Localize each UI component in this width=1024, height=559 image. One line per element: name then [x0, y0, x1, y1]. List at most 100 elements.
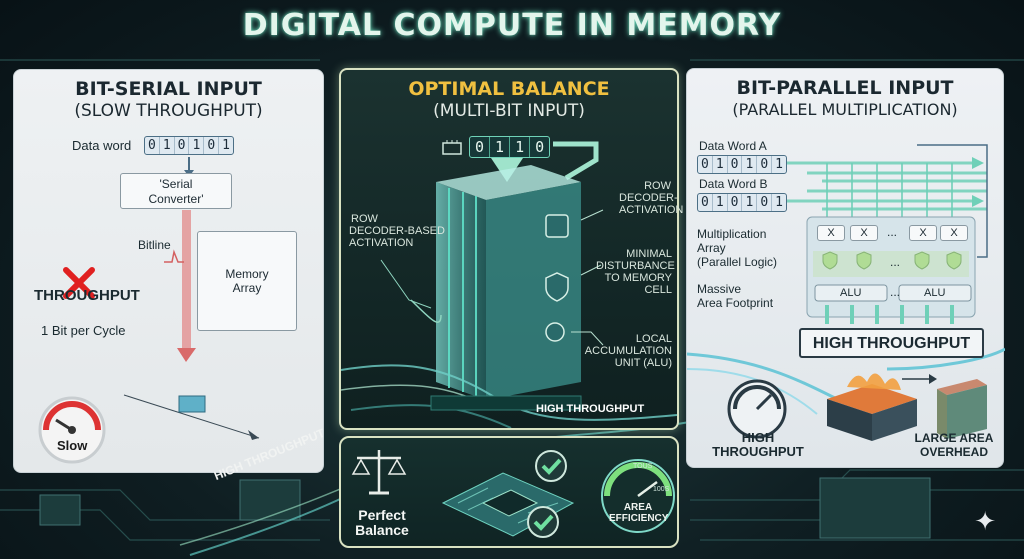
- bit: 0: [728, 194, 743, 211]
- left-arrows: [123, 157, 260, 440]
- data-word-label: Data word: [72, 138, 132, 153]
- alu-label: ALU: [924, 287, 946, 299]
- label-line: DECODER-: [619, 192, 678, 204]
- label-line: (Parallel Logic): [697, 255, 778, 269]
- bit: 1: [742, 156, 758, 173]
- label-line: Array: [697, 241, 726, 255]
- gauge-side-label: 100S: [653, 486, 670, 493]
- memory-array-box: Memory Array: [197, 231, 297, 331]
- perfect-balance-panel: Perfect Balance TOUS 100S AREA EFFICIENC…: [339, 436, 679, 548]
- label-line: ACTIVATION: [619, 204, 684, 216]
- multiplier-cell: X: [850, 225, 878, 241]
- serial-converter-box: 'Serial Converter': [120, 173, 232, 209]
- gauge-top-label: TOUS: [633, 463, 653, 470]
- label-line: UNIT (ALU): [614, 357, 672, 369]
- rate-label: 1 Bit per Cycle: [41, 323, 126, 338]
- large-area-overhead-label: LARGE AREA OVERHEAD: [905, 431, 1003, 459]
- multi-bit-input: 0 1 1 0: [469, 136, 551, 158]
- serial-converter-line: 'Serial: [159, 177, 193, 191]
- memory-cube-illustration: [341, 141, 677, 428]
- multiplication-array-label: Multiplication Array (Parallel Logic): [697, 227, 777, 269]
- sparkle-icon: ✦: [974, 507, 996, 537]
- label-line: ACCUMULATION: [584, 345, 672, 357]
- multiplier-cell: X: [817, 225, 845, 241]
- parallel-wiring: [687, 144, 1005, 441]
- data-word-a-bits: 0 1 0 1 0 1: [697, 155, 787, 174]
- data-word-a-label: Data Word A: [699, 139, 767, 153]
- bit-parallel-panel: BIT-PARALLEL INPUT (PARALLEL MULTIPLICAT…: [686, 68, 1005, 468]
- dots-label: ...: [890, 285, 901, 299]
- bit: 0: [535, 138, 545, 156]
- bit-serial-subtitle: (SLOW THROUGHPUT): [74, 101, 263, 121]
- bit: 0: [204, 137, 220, 154]
- label-line: TO MEMORY: [604, 272, 672, 284]
- label-line: CELL: [644, 284, 672, 296]
- label-line: LOCAL: [635, 333, 672, 345]
- bit: 1: [775, 157, 783, 172]
- area-efficiency-label: AREA EFFICIENCY: [609, 502, 669, 524]
- multiplier-cell: X: [940, 225, 968, 241]
- label-line: Area Footprint: [697, 296, 774, 310]
- optimal-balance-panel: OPTIMAL BALANCE (MULTI-BIT INPUT) 0 1 1 …: [339, 68, 684, 430]
- label-line: Balance: [355, 522, 409, 538]
- balance-scale-icon: [351, 450, 407, 495]
- slow-gauge-icon: [38, 396, 106, 464]
- label-line: LARGE AREA: [914, 431, 994, 445]
- label-line: OVERHEAD: [919, 445, 988, 459]
- label-line: ROW: [351, 213, 378, 225]
- bitline-label: Bitline: [138, 238, 171, 252]
- circuit-board-icon: [441, 450, 575, 538]
- area-efficiency-gauge-icon: [601, 459, 675, 533]
- bit: 0: [470, 137, 491, 157]
- bit: 1: [713, 156, 728, 173]
- label-line: Massive: [697, 282, 742, 296]
- label-line: HIGH: [741, 430, 775, 445]
- high-throughput-banner: HIGH THROUGHPUT: [799, 328, 984, 358]
- bit: 0: [175, 137, 190, 154]
- bit: 1: [222, 138, 230, 153]
- data-word-bits: 0 1 0 1 0 1: [144, 136, 234, 155]
- label-line: ROW: [644, 180, 671, 192]
- optimal-subtitle: (MULTI-BIT INPUT): [433, 101, 585, 121]
- memory-array-line: Array: [232, 281, 262, 295]
- label-line: EFFICIENCY: [609, 513, 669, 524]
- bit-serial-title: BIT-SERIAL INPUT: [75, 78, 262, 100]
- multiplier-cell: X: [909, 225, 937, 241]
- bit: 0: [757, 194, 773, 211]
- dots-label: ...: [887, 225, 898, 239]
- bit: 0: [698, 156, 713, 173]
- perfect-balance-label: Perfect Balance: [352, 508, 412, 538]
- center-high-throughput: HIGH THROUGHPUT: [536, 403, 645, 415]
- bit: 0: [698, 194, 713, 211]
- label-line: DISTURBANCE: [596, 260, 675, 272]
- bit: 1: [510, 137, 531, 157]
- bit: 1: [189, 137, 205, 154]
- row-decoder-left-label: ROW DECODER-BASED ACTIVATION: [349, 213, 445, 249]
- alu-label: ALU: [840, 287, 862, 299]
- bit: 0: [757, 156, 773, 173]
- label-line: Multiplication: [697, 227, 767, 241]
- bit: 1: [160, 137, 175, 154]
- row-decoder-right-label: ROW DECODER- ACTIVATION: [619, 180, 684, 216]
- bit: 0: [728, 156, 743, 173]
- bit: 1: [775, 195, 783, 210]
- throughput-label: THROUGHPUT: [34, 287, 140, 304]
- bit: 1: [713, 194, 728, 211]
- bit: 1: [742, 194, 758, 211]
- label-line: MINIMAL: [626, 248, 672, 260]
- slow-label: Slow: [57, 438, 88, 453]
- label-line: DECODER-BASED: [349, 225, 445, 237]
- bit-serial-panel: BIT-SERIAL INPUT (SLOW THROUGHPUT) Data …: [13, 69, 324, 473]
- massive-area-label: Massive Area Footprint: [697, 282, 773, 310]
- label-line: AREA: [623, 502, 653, 513]
- dots-label: ...: [890, 255, 901, 269]
- red-cross-icon: [63, 267, 95, 299]
- page-title: DIGITAL COMPUTE IN MEMORY: [242, 8, 782, 43]
- bit: 1: [490, 137, 511, 157]
- bit-parallel-subtitle: (PARALLEL MULTIPLICATION): [732, 100, 958, 119]
- memory-array-line: Memory: [225, 267, 269, 281]
- chip-icon: [442, 140, 462, 155]
- serial-converter-line: Converter': [148, 192, 204, 206]
- label-line: Perfect: [358, 507, 406, 523]
- optimal-title: OPTIMAL BALANCE: [408, 78, 610, 100]
